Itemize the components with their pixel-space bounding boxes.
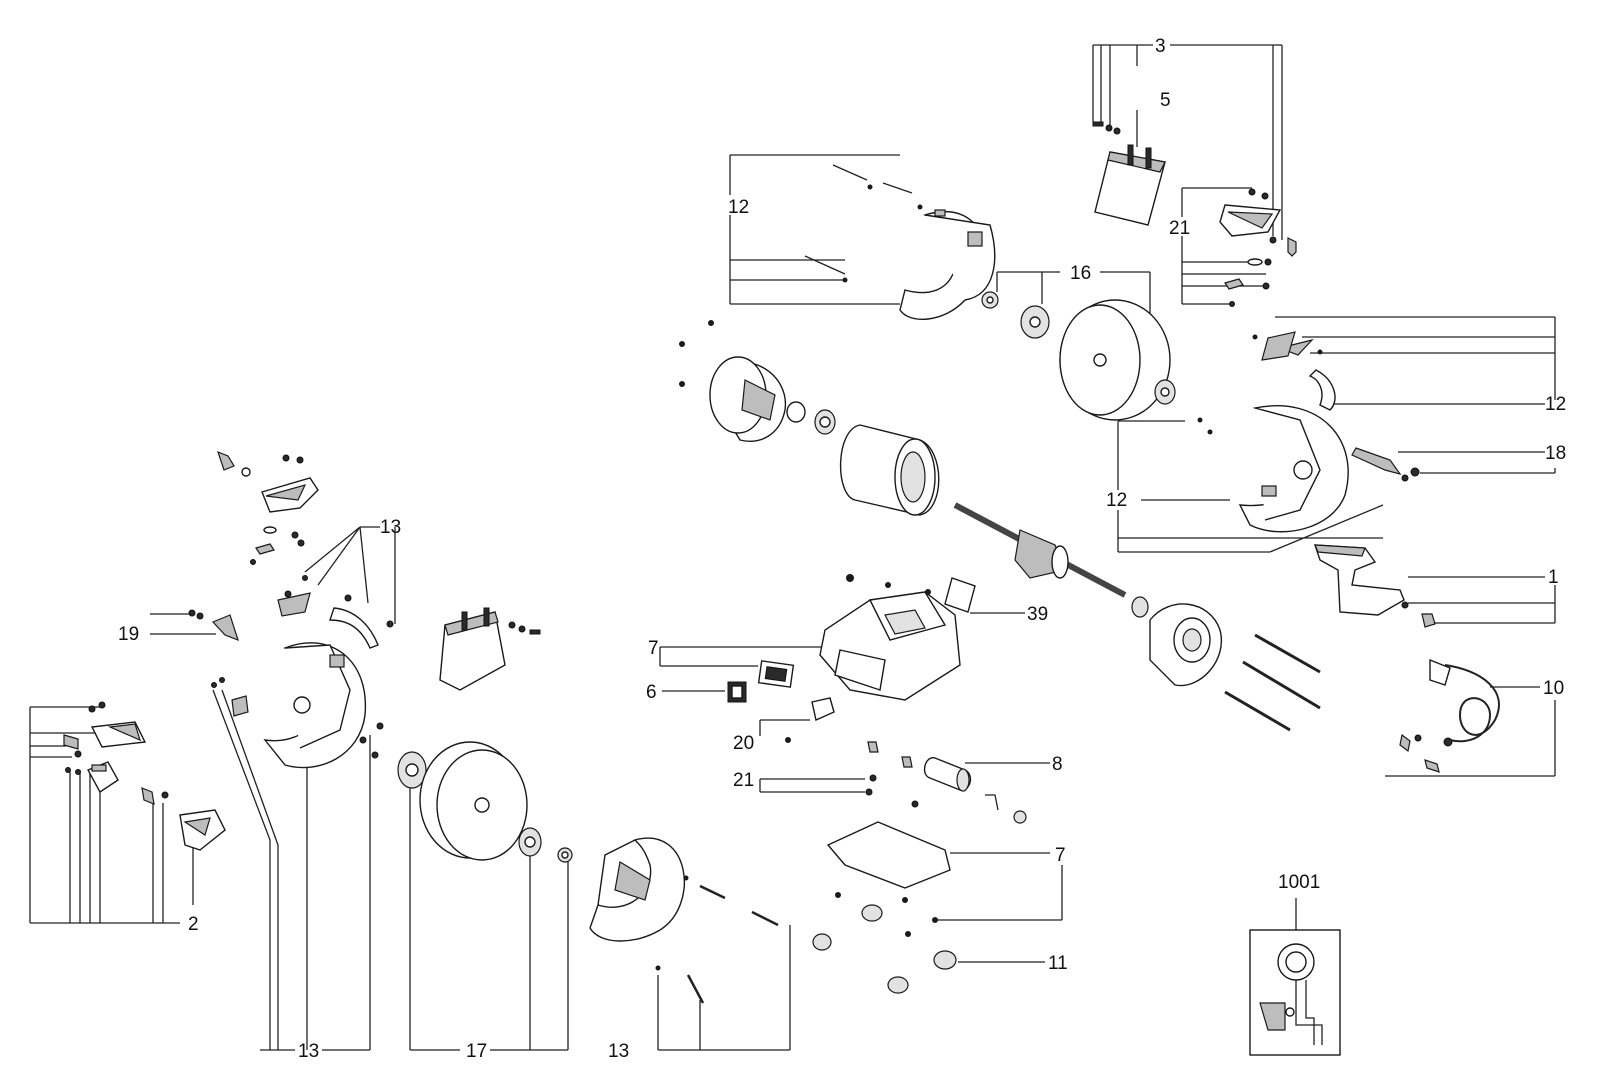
label-18: 18 (1545, 443, 1566, 464)
machine-base-7 (819, 574, 961, 701)
grinding-wheel-right (1059, 299, 1176, 421)
label-7-top: 7 (648, 638, 659, 659)
power-cord-10 (1399, 658, 1500, 773)
label-13-left-top: 13 (380, 517, 401, 538)
tie-rods (1224, 633, 1321, 732)
label-13-bottom-left: 13 (298, 1041, 319, 1062)
work-rest-bracket-1 (1314, 544, 1436, 628)
wheel-guard-bottom (589, 837, 779, 1004)
motor-stator (839, 424, 940, 516)
label-7-bottom: 7 (1055, 845, 1066, 866)
label-16: 16 (1070, 263, 1091, 284)
leader-lines (29, 44, 1556, 1051)
label-13-bottom-right: 13 (608, 1041, 629, 1062)
label-11: 11 (1048, 953, 1068, 974)
rating-plate-39 (944, 577, 976, 613)
wheel-guard-top (804, 164, 996, 320)
motor-rotor (953, 502, 1149, 618)
label-8: 8 (1052, 754, 1063, 775)
label-12-mid: 12 (1106, 490, 1127, 511)
label-5: 5 (1160, 90, 1171, 111)
tool-rest-left (217, 450, 319, 581)
capacitor-8 (865, 741, 1027, 824)
label-20: 20 (733, 733, 754, 754)
label-10: 10 (1543, 678, 1564, 699)
spark-deflector-right (1351, 447, 1420, 482)
strain-relief-20 (785, 697, 835, 743)
label-21-right: 21 (1169, 218, 1190, 239)
label-17: 17 (466, 1041, 487, 1062)
label-3: 3 (1155, 36, 1166, 57)
left-assembly-parts (63, 450, 779, 1004)
label-19: 19 (118, 624, 139, 645)
label-1001: 1001 (1278, 872, 1320, 893)
label-2: 2 (188, 914, 199, 935)
label-12-right: 12 (1545, 394, 1566, 415)
label-21-lower: 21 (733, 770, 754, 791)
switch-6 (727, 660, 795, 703)
label-39: 39 (1027, 604, 1048, 625)
right-assembly-parts (804, 121, 1500, 773)
nut-flange-16 (981, 291, 1050, 339)
label-12-top: 12 (728, 197, 749, 218)
wheel-and-flanges-17 (397, 741, 573, 863)
center-assembly-parts (679, 320, 1321, 994)
label-6: 6 (646, 682, 657, 703)
screws-3 (1092, 121, 1297, 257)
base-plate-7 (826, 821, 951, 937)
label-1: 1 (1548, 567, 1559, 588)
callout-labels: 3 5 12 21 16 12 18 12 13 1 39 19 7 10 6 … (118, 36, 1566, 1062)
rubber-feet-11 (812, 904, 957, 994)
spark-deflector-left-19 (188, 609, 239, 642)
wheel-guard-right (1197, 331, 1349, 533)
motor-end-bell-right (1149, 603, 1223, 687)
wheel-guard-left (211, 642, 384, 769)
inset-1001 (1249, 898, 1341, 1056)
work-rest-parts-2 (63, 701, 226, 851)
guard-brackets-13 (277, 590, 394, 649)
eye-shield-right (1094, 144, 1166, 226)
eye-shield-left (439, 607, 541, 691)
motor-end-bell-left (679, 320, 836, 442)
tool-rest-right (1219, 188, 1282, 307)
